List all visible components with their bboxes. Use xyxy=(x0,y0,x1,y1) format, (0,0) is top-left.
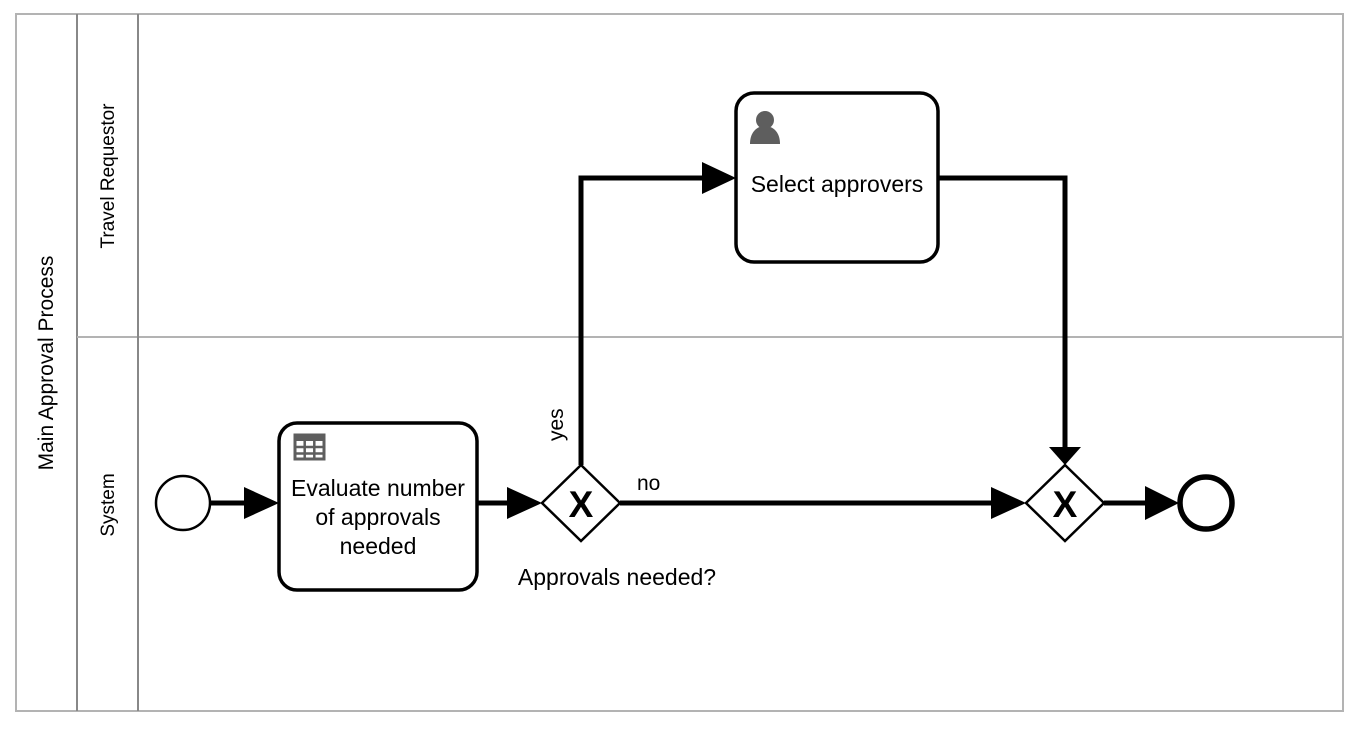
flow-merge-to-end-arrowhead xyxy=(1145,486,1179,520)
flow-gateway-yes[interactable]: yes xyxy=(545,162,736,465)
flow-evaluate-to-gateway[interactable] xyxy=(477,487,542,519)
gateway-merge-diamond xyxy=(1024,463,1106,543)
task-evaluate-approvals[interactable]: Evaluate number of approvals needed xyxy=(277,421,479,592)
user-icon xyxy=(750,111,780,144)
gateway-approvals-needed[interactable]: X Approvals needed? xyxy=(518,463,716,590)
task-evaluate-approvals-label-line2: of approvals xyxy=(315,504,440,530)
gateway-approvals-needed-diamond xyxy=(540,463,622,543)
flow-select-to-merge[interactable] xyxy=(938,175,1081,465)
task-evaluate-approvals-label-line1: Evaluate number xyxy=(291,475,465,501)
flow-merge-to-end[interactable] xyxy=(1104,486,1179,520)
lane-title-system: System xyxy=(98,473,119,536)
gateway-merge[interactable]: X xyxy=(1024,463,1106,543)
pool-title: Main Approval Process xyxy=(35,256,58,471)
flow-gateway-no-arrowhead xyxy=(991,487,1026,519)
flow-label-yes: yes xyxy=(545,408,568,441)
task-select-approvers[interactable]: Select approvers xyxy=(734,91,940,264)
flow-start-to-evaluate[interactable] xyxy=(211,487,279,519)
pool-outline xyxy=(15,13,1344,712)
gateway-approvals-needed-marker: X xyxy=(569,484,594,525)
flow-evaluate-to-gateway-arrowhead xyxy=(507,487,542,519)
task-select-approvers-box xyxy=(734,91,940,264)
table-grid-icon xyxy=(293,433,326,461)
gateway-merge-marker: X xyxy=(1053,484,1078,525)
task-evaluate-approvals-label-line3: needed xyxy=(340,533,417,559)
flow-select-to-merge-arrowhead xyxy=(1049,447,1081,465)
task-select-approvers-label: Select approvers xyxy=(751,171,924,197)
flow-select-to-merge-line xyxy=(938,175,1068,449)
flow-gateway-yes-line xyxy=(578,175,720,465)
pool-main-approval-process[interactable]: Main Approval Process xyxy=(15,13,1344,712)
start-event[interactable] xyxy=(154,474,212,532)
end-event-circle xyxy=(1177,474,1235,532)
flow-gateway-no[interactable]: no xyxy=(620,472,1026,519)
lane-travel-requestor[interactable]: Travel Requestor xyxy=(77,14,1343,338)
flow-start-to-evaluate-arrowhead xyxy=(244,487,279,519)
lane-system[interactable]: System xyxy=(98,337,139,711)
task-evaluate-approvals-box xyxy=(277,421,479,592)
gateway-approvals-needed-label: Approvals needed? xyxy=(518,564,716,590)
end-event[interactable] xyxy=(1177,474,1235,532)
start-event-circle xyxy=(154,474,212,532)
lane-title-travel-requestor: Travel Requestor xyxy=(98,103,119,249)
flow-label-no: no xyxy=(637,472,660,495)
flow-gateway-yes-arrowhead xyxy=(702,162,736,194)
